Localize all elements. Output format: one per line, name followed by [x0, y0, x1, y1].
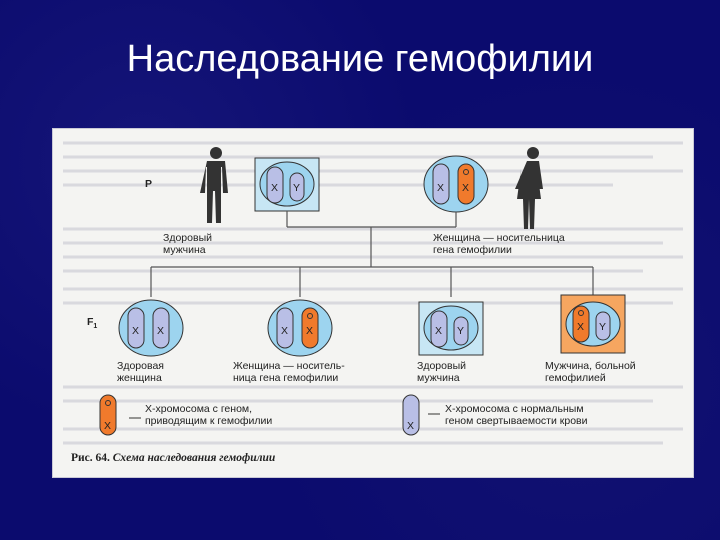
chrom-x-label: X	[306, 325, 313, 337]
slide-title: Наследование гемофилии	[126, 38, 594, 80]
figure-caption: Рис. 64. Схема наследования гемофилии	[71, 452, 276, 464]
background-text-texture	[63, 141, 683, 445]
offspring-carrier-daughter: X X	[267, 299, 333, 357]
x-chromosome-affected	[457, 163, 475, 205]
x-chromosome-normal	[276, 307, 294, 349]
parent-mother-genotype: X X	[423, 155, 489, 213]
chrom-x-label: X	[435, 325, 442, 337]
x-chromosome-normal	[266, 166, 284, 204]
parent-father-genotype: X Y	[254, 157, 320, 212]
legend-affected: X X-хромосома с геном,приводящим к гемоф…	[99, 394, 272, 436]
chrom-x-label: X	[104, 420, 111, 432]
offspring-hemophilia-son: X Y	[560, 294, 626, 354]
chrom-x-label: X	[577, 321, 584, 333]
x-chromosome-affected	[572, 305, 590, 343]
chrom-x-label: X	[271, 182, 278, 194]
generation-f1-label: F1	[87, 316, 97, 330]
offspring-healthy-son: X Y	[418, 301, 484, 356]
x-chromosome-normal	[127, 307, 145, 349]
y-chromosome	[289, 172, 305, 202]
chrom-y-label: Y	[599, 321, 606, 333]
chrom-x-label: X	[157, 325, 164, 337]
x-chromosome-normal	[152, 307, 170, 349]
x-chromosome-normal	[430, 310, 448, 348]
legend-affected-label: X-хромосома с геном,приводящим к гемофил…	[145, 403, 272, 427]
chrom-x-label: X	[437, 182, 444, 194]
x-chromosome-affected	[301, 307, 319, 349]
y-chromosome	[453, 316, 469, 346]
chrom-x-label: X	[281, 325, 288, 337]
carrier-daughter-label: Женщина — носитель-ница гена гемофилии	[233, 360, 345, 384]
chrom-x-label: X	[132, 325, 139, 337]
chrom-x-label: X	[462, 182, 469, 194]
chrom-y-label: Y	[293, 182, 300, 194]
chrom-x-label: X	[407, 420, 414, 432]
pedigree-lines	[150, 211, 594, 297]
offspring-healthy-daughter: X X	[118, 299, 184, 357]
male-silhouette-icon	[200, 147, 228, 223]
generation-p-label: P	[145, 178, 152, 190]
x-chromosome-normal	[432, 163, 450, 205]
y-chromosome	[595, 311, 611, 341]
chrom-y-label: Y	[457, 325, 464, 337]
female-silhouette-icon	[515, 147, 543, 229]
